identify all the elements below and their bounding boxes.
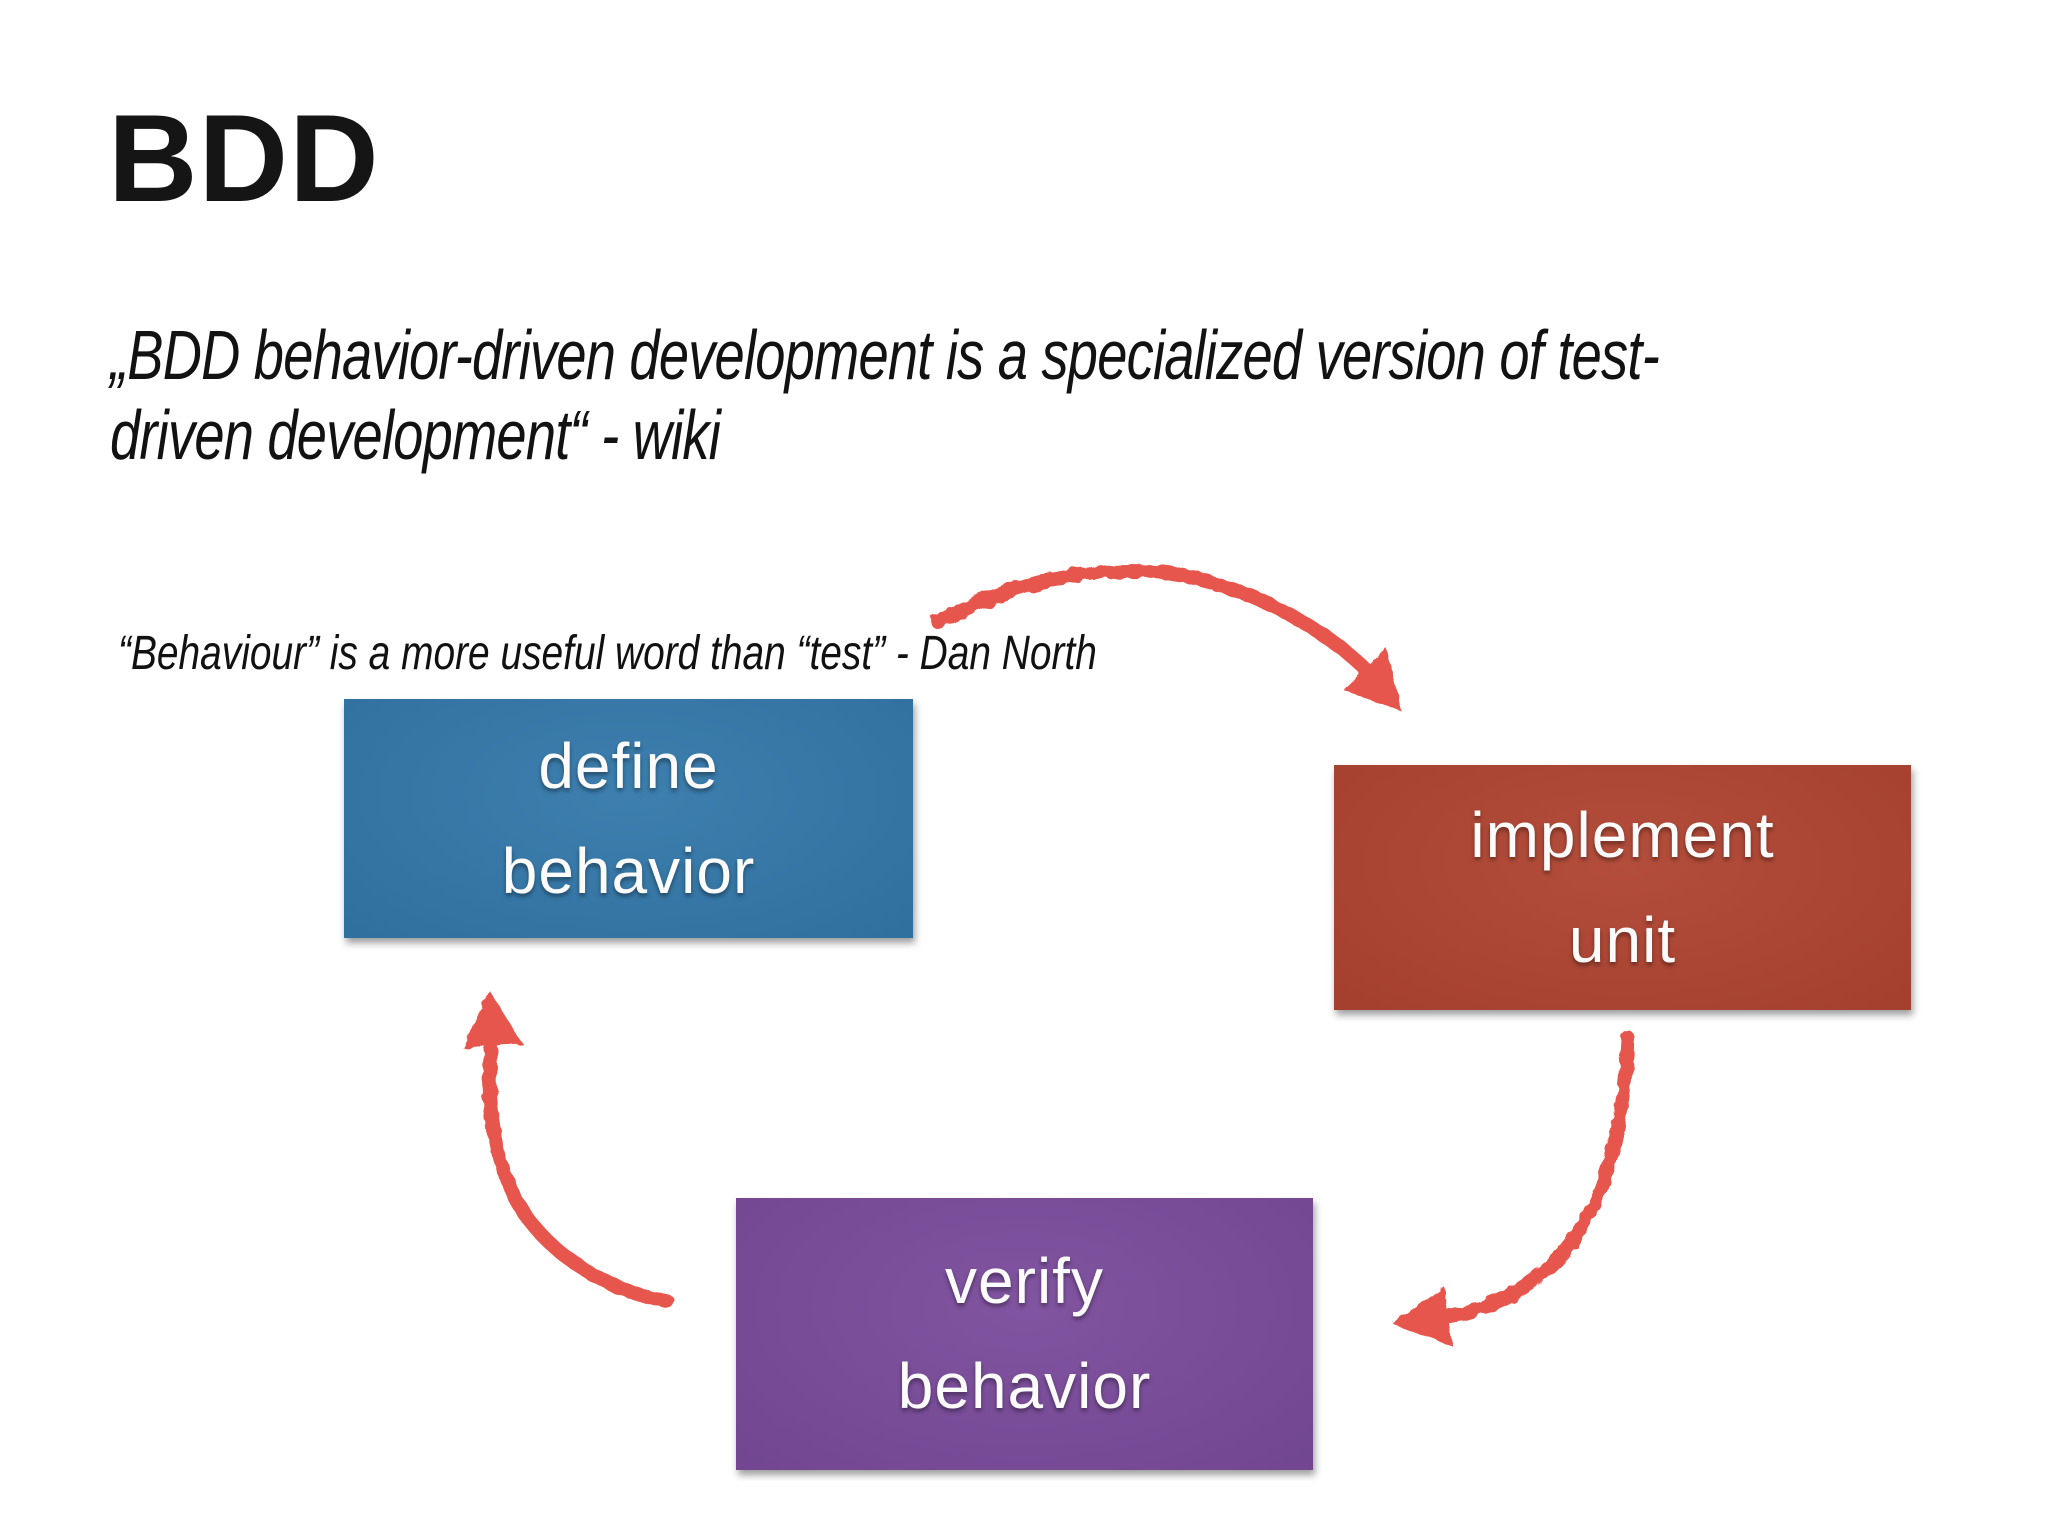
arrowhead-define-to-implement xyxy=(1343,647,1403,712)
node-verify-behavior-label-line2: behavior xyxy=(897,1350,1152,1422)
arrow-implement-to-verify xyxy=(1437,1031,1635,1324)
arrowhead-implement-to-verify xyxy=(1392,1286,1453,1346)
node-implement-unit: implement unit xyxy=(1334,765,1911,1010)
arrowhead-verify-to-define xyxy=(463,990,523,1049)
wiki-quote-line2: driven development“ - wiki xyxy=(110,396,721,474)
node-verify-behavior: verify behavior xyxy=(736,1198,1313,1470)
wiki-quote: „BDD behavior-driven development is a sp… xyxy=(110,315,1660,475)
wiki-quote-line1: „BDD behavior-driven development is a sp… xyxy=(110,316,1660,394)
slide-title: BDD xyxy=(108,90,380,228)
node-define-behavior-label-line2: behavior xyxy=(501,834,756,907)
node-define-behavior-label-line1: define xyxy=(538,729,719,802)
node-implement-unit-label-line2: unit xyxy=(1568,903,1677,976)
arrow-verify-to-define xyxy=(482,1043,675,1309)
node-define-behavior: define behavior xyxy=(344,699,913,938)
dan-north-quote: “Behaviour” is a more useful word than “… xyxy=(118,627,1097,680)
node-verify-behavior-label-line1: verify xyxy=(945,1245,1104,1317)
node-implement-unit-label-line1: implement xyxy=(1470,798,1775,871)
